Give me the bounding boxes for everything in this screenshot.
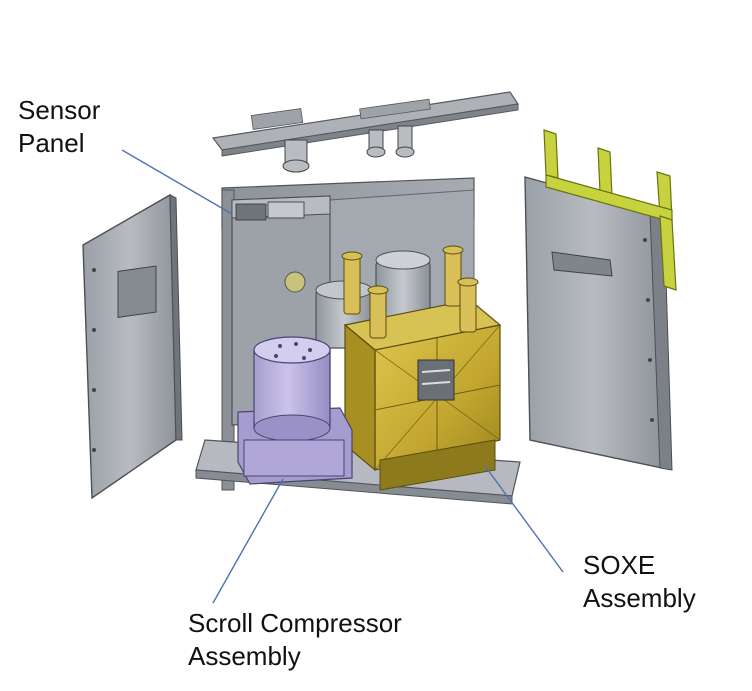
soxe-leader: [484, 465, 564, 573]
soxe-label: SOXE Assembly: [583, 549, 696, 615]
soxe-assembly: [343, 299, 502, 491]
leader-lines: [121, 149, 564, 604]
scroll-compressor-label-line1: Scroll Compressor: [188, 608, 402, 638]
scroll-compressor-label: Scroll Compressor Assembly: [188, 607, 402, 673]
sensor-panel-label-line2: Panel: [18, 128, 85, 158]
connector-cluster: [282, 125, 415, 173]
sensor-panel-label-line1: Sensor: [18, 95, 101, 125]
soxe-label-line1: SOXE: [583, 550, 656, 580]
right-side-panel: [524, 176, 673, 471]
sensor-panel-label: Sensor Panel: [18, 94, 100, 160]
scroll-compressor-leader: [212, 478, 284, 604]
yellow-bracket: [543, 129, 677, 291]
scroll-compressor-label-line2: Assembly: [188, 641, 301, 671]
scroll-compressor-assembly: [237, 336, 353, 485]
soxe-label-line2: Assembly: [583, 583, 696, 613]
sensor-panel-leader: [121, 149, 233, 215]
left-side-panel: [82, 193, 183, 500]
top-panel: [211, 91, 520, 173]
spring-mounts: [341, 245, 479, 339]
